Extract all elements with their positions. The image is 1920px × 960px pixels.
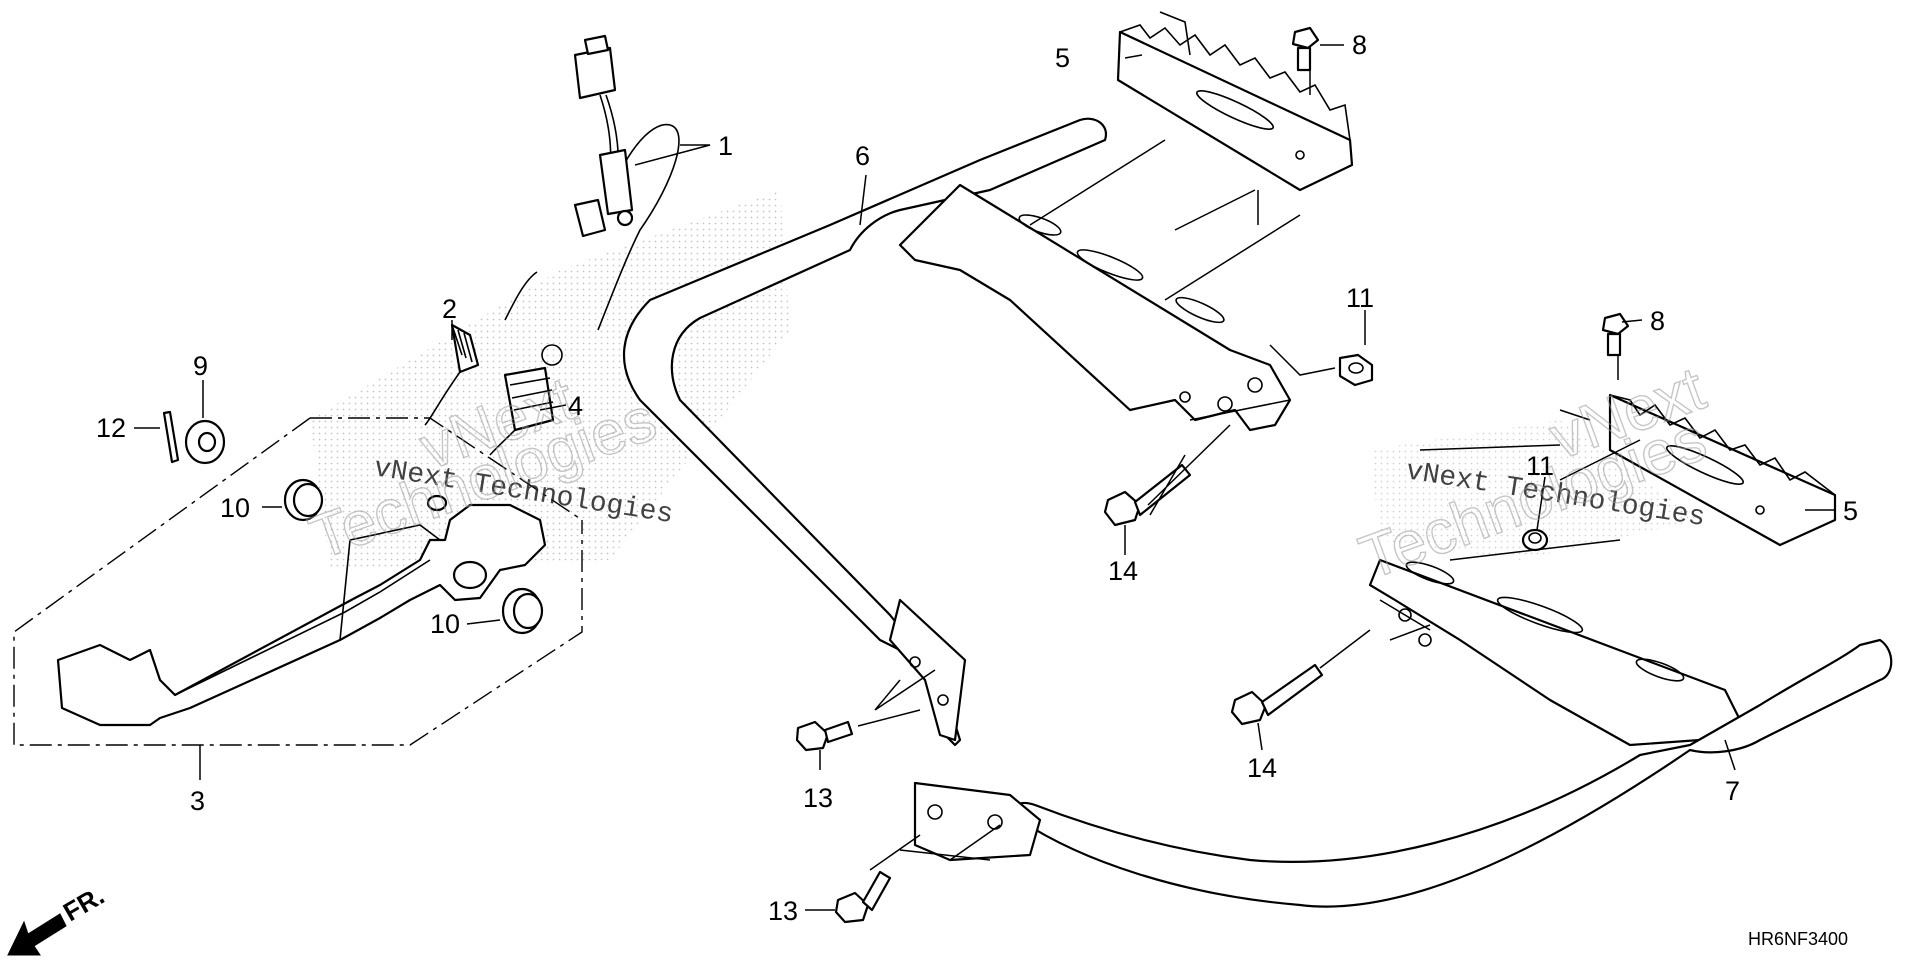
alignment-lines [857, 70, 1641, 871]
callout-11-upper: 11 [1346, 283, 1374, 313]
bolt-8-upper [1291, 26, 1320, 72]
callout-14-lower: 14 [1247, 753, 1277, 783]
callout-12: 12 [96, 413, 126, 443]
footrest-5-front [1116, 11, 1354, 192]
callout-1: 1 [718, 131, 733, 161]
front-arrow-icon [7, 913, 67, 956]
callout-4: 4 [568, 391, 583, 421]
callout-11-lower: 11 [1526, 451, 1554, 481]
callout-3: 3 [190, 786, 205, 816]
leader-lines [134, 44, 1835, 911]
bolt-13-upper [795, 720, 854, 752]
callout-13-lower: 13 [768, 896, 798, 926]
brake-pedal [13, 417, 583, 746]
cotter-pin-12 [162, 410, 180, 464]
footrest-5-rear [1608, 393, 1837, 547]
return-spring-2 [424, 271, 538, 426]
callout-14-upper: 14 [1108, 556, 1138, 586]
spring-4 [489, 344, 563, 456]
bushing-10-upper [283, 478, 324, 522]
callout-labels: 1 2 3 4 5 5 6 7 8 8 9 10 10 11 11 12 13 … [96, 30, 1858, 926]
washer-9 [184, 419, 226, 465]
front-direction-indicator: FR. [7, 880, 109, 956]
callout-9: 9 [193, 351, 208, 381]
callout-13-upper: 13 [803, 783, 833, 813]
step-bar-7 [913, 558, 1893, 908]
front-direction-label: FR. [58, 880, 109, 927]
callout-10-lower: 10 [430, 609, 460, 639]
nut-11-upper [1338, 353, 1374, 387]
callout-8-upper: 8 [1352, 30, 1367, 60]
bolt-8-lower [1601, 312, 1630, 357]
diagram-code: HR6NF3400 [1748, 929, 1848, 949]
watermark-shading [310, 190, 1700, 570]
bushing-10-lower [501, 587, 544, 635]
brake-switch-harness [573, 34, 680, 331]
callout-8-lower: 8 [1650, 306, 1665, 336]
bolt-14-lower [1230, 663, 1324, 726]
callout-6: 6 [855, 141, 870, 171]
bolt-14-upper [1103, 463, 1192, 527]
callout-5-rear: 5 [1843, 496, 1858, 526]
callout-7: 7 [1725, 776, 1740, 806]
step-bar-6 [622, 117, 1292, 747]
callout-2: 2 [442, 294, 457, 324]
bolt-13-lower [834, 870, 892, 924]
callout-10-upper: 10 [220, 493, 250, 523]
callout-5-front: 5 [1055, 43, 1070, 73]
